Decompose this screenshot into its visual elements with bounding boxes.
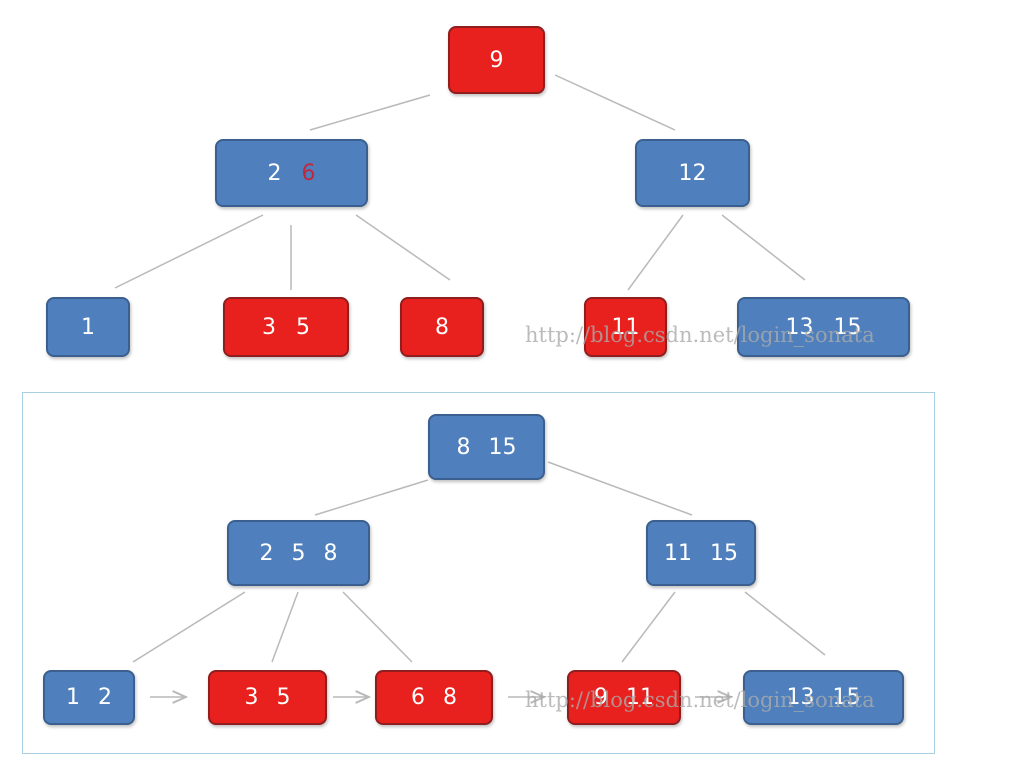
- node-key: 8: [456, 434, 471, 460]
- bottom-leaf-node-13-15: 13 15: [743, 670, 904, 725]
- node-key: 5: [291, 540, 306, 566]
- node-key: 9: [594, 685, 608, 710]
- top-leaf-node-13-15: 13 15: [737, 297, 910, 357]
- edge-11-15-to-13-15: [744, 591, 826, 656]
- node-key: 3: [244, 685, 259, 710]
- bottom-leaf-node-3-5: 3 5: [208, 670, 327, 725]
- node-key: 2: [267, 160, 282, 186]
- node-key: 11: [664, 540, 692, 566]
- edge-root-to-2-5-8: [314, 479, 429, 516]
- watermark-text-top: http://blog.csdn.net/login_sonata: [525, 323, 875, 347]
- node-key: 8: [323, 540, 338, 566]
- edge-root-to-11-15: [547, 461, 693, 516]
- node-key: 6: [411, 685, 425, 710]
- edge-2-6-to-1: [114, 214, 264, 289]
- edge-2-5-8-to-1-2: [132, 591, 246, 663]
- node-key: 11: [611, 314, 640, 340]
- node-key: 11: [626, 685, 654, 710]
- bottom-diagram-frame: [22, 392, 935, 754]
- top-root-node: 9: [448, 26, 545, 94]
- edge-2-5-8-to-6-8: [342, 591, 413, 663]
- bottom-level1-node-2-5-8: 2 5 8: [227, 520, 370, 586]
- node-key: 2: [98, 685, 112, 710]
- bottom-leaf-node-6-8: 6 8: [375, 670, 493, 725]
- edge-2-5-8-to-3-5: [271, 591, 299, 663]
- edge-11-15-to-9-11: [621, 591, 676, 663]
- edge-12-to-11: [627, 214, 684, 291]
- edge-2-6-to-8: [355, 214, 451, 281]
- bottom-leaf-node-9-11: 9 11: [567, 670, 681, 725]
- node-key-highlight: 6: [301, 160, 316, 186]
- edge-root-to-2-6: [309, 94, 431, 131]
- node-key: 15: [488, 434, 517, 460]
- bottom-level1-node-11-15: 11 15: [646, 520, 756, 586]
- top-level1-node-2-6: 2 6: [215, 139, 368, 207]
- node-key: 3: [262, 314, 276, 340]
- watermark-text-bottom: http://blog.csdn.net/login_sonata: [525, 688, 875, 712]
- node-key: 13: [786, 685, 815, 710]
- node-key: 9: [489, 47, 504, 73]
- node-key: 5: [296, 314, 310, 340]
- node-key: 1: [81, 314, 95, 340]
- node-key: 2: [259, 540, 274, 566]
- node-key: 15: [710, 540, 738, 566]
- bottom-leaf-node-1-2: 1 2: [43, 670, 135, 725]
- bottom-root-node: 8 15: [428, 414, 545, 480]
- top-leaf-node-1: 1: [46, 297, 130, 357]
- node-key: 12: [678, 160, 707, 186]
- top-leaf-node-8: 8: [400, 297, 484, 357]
- edge-root-to-12: [554, 74, 676, 131]
- edge-12-to-13-15: [721, 214, 806, 281]
- node-key: 15: [833, 314, 862, 340]
- node-key: 5: [276, 685, 291, 710]
- node-key: 15: [832, 685, 861, 710]
- node-key: 1: [66, 685, 80, 710]
- node-key: 13: [785, 314, 814, 340]
- top-leaf-node-11: 11: [584, 297, 667, 357]
- top-leaf-node-3-5: 3 5: [223, 297, 349, 357]
- node-key: 8: [443, 685, 457, 710]
- top-level1-node-12: 12: [635, 139, 750, 207]
- node-key: 8: [435, 314, 449, 340]
